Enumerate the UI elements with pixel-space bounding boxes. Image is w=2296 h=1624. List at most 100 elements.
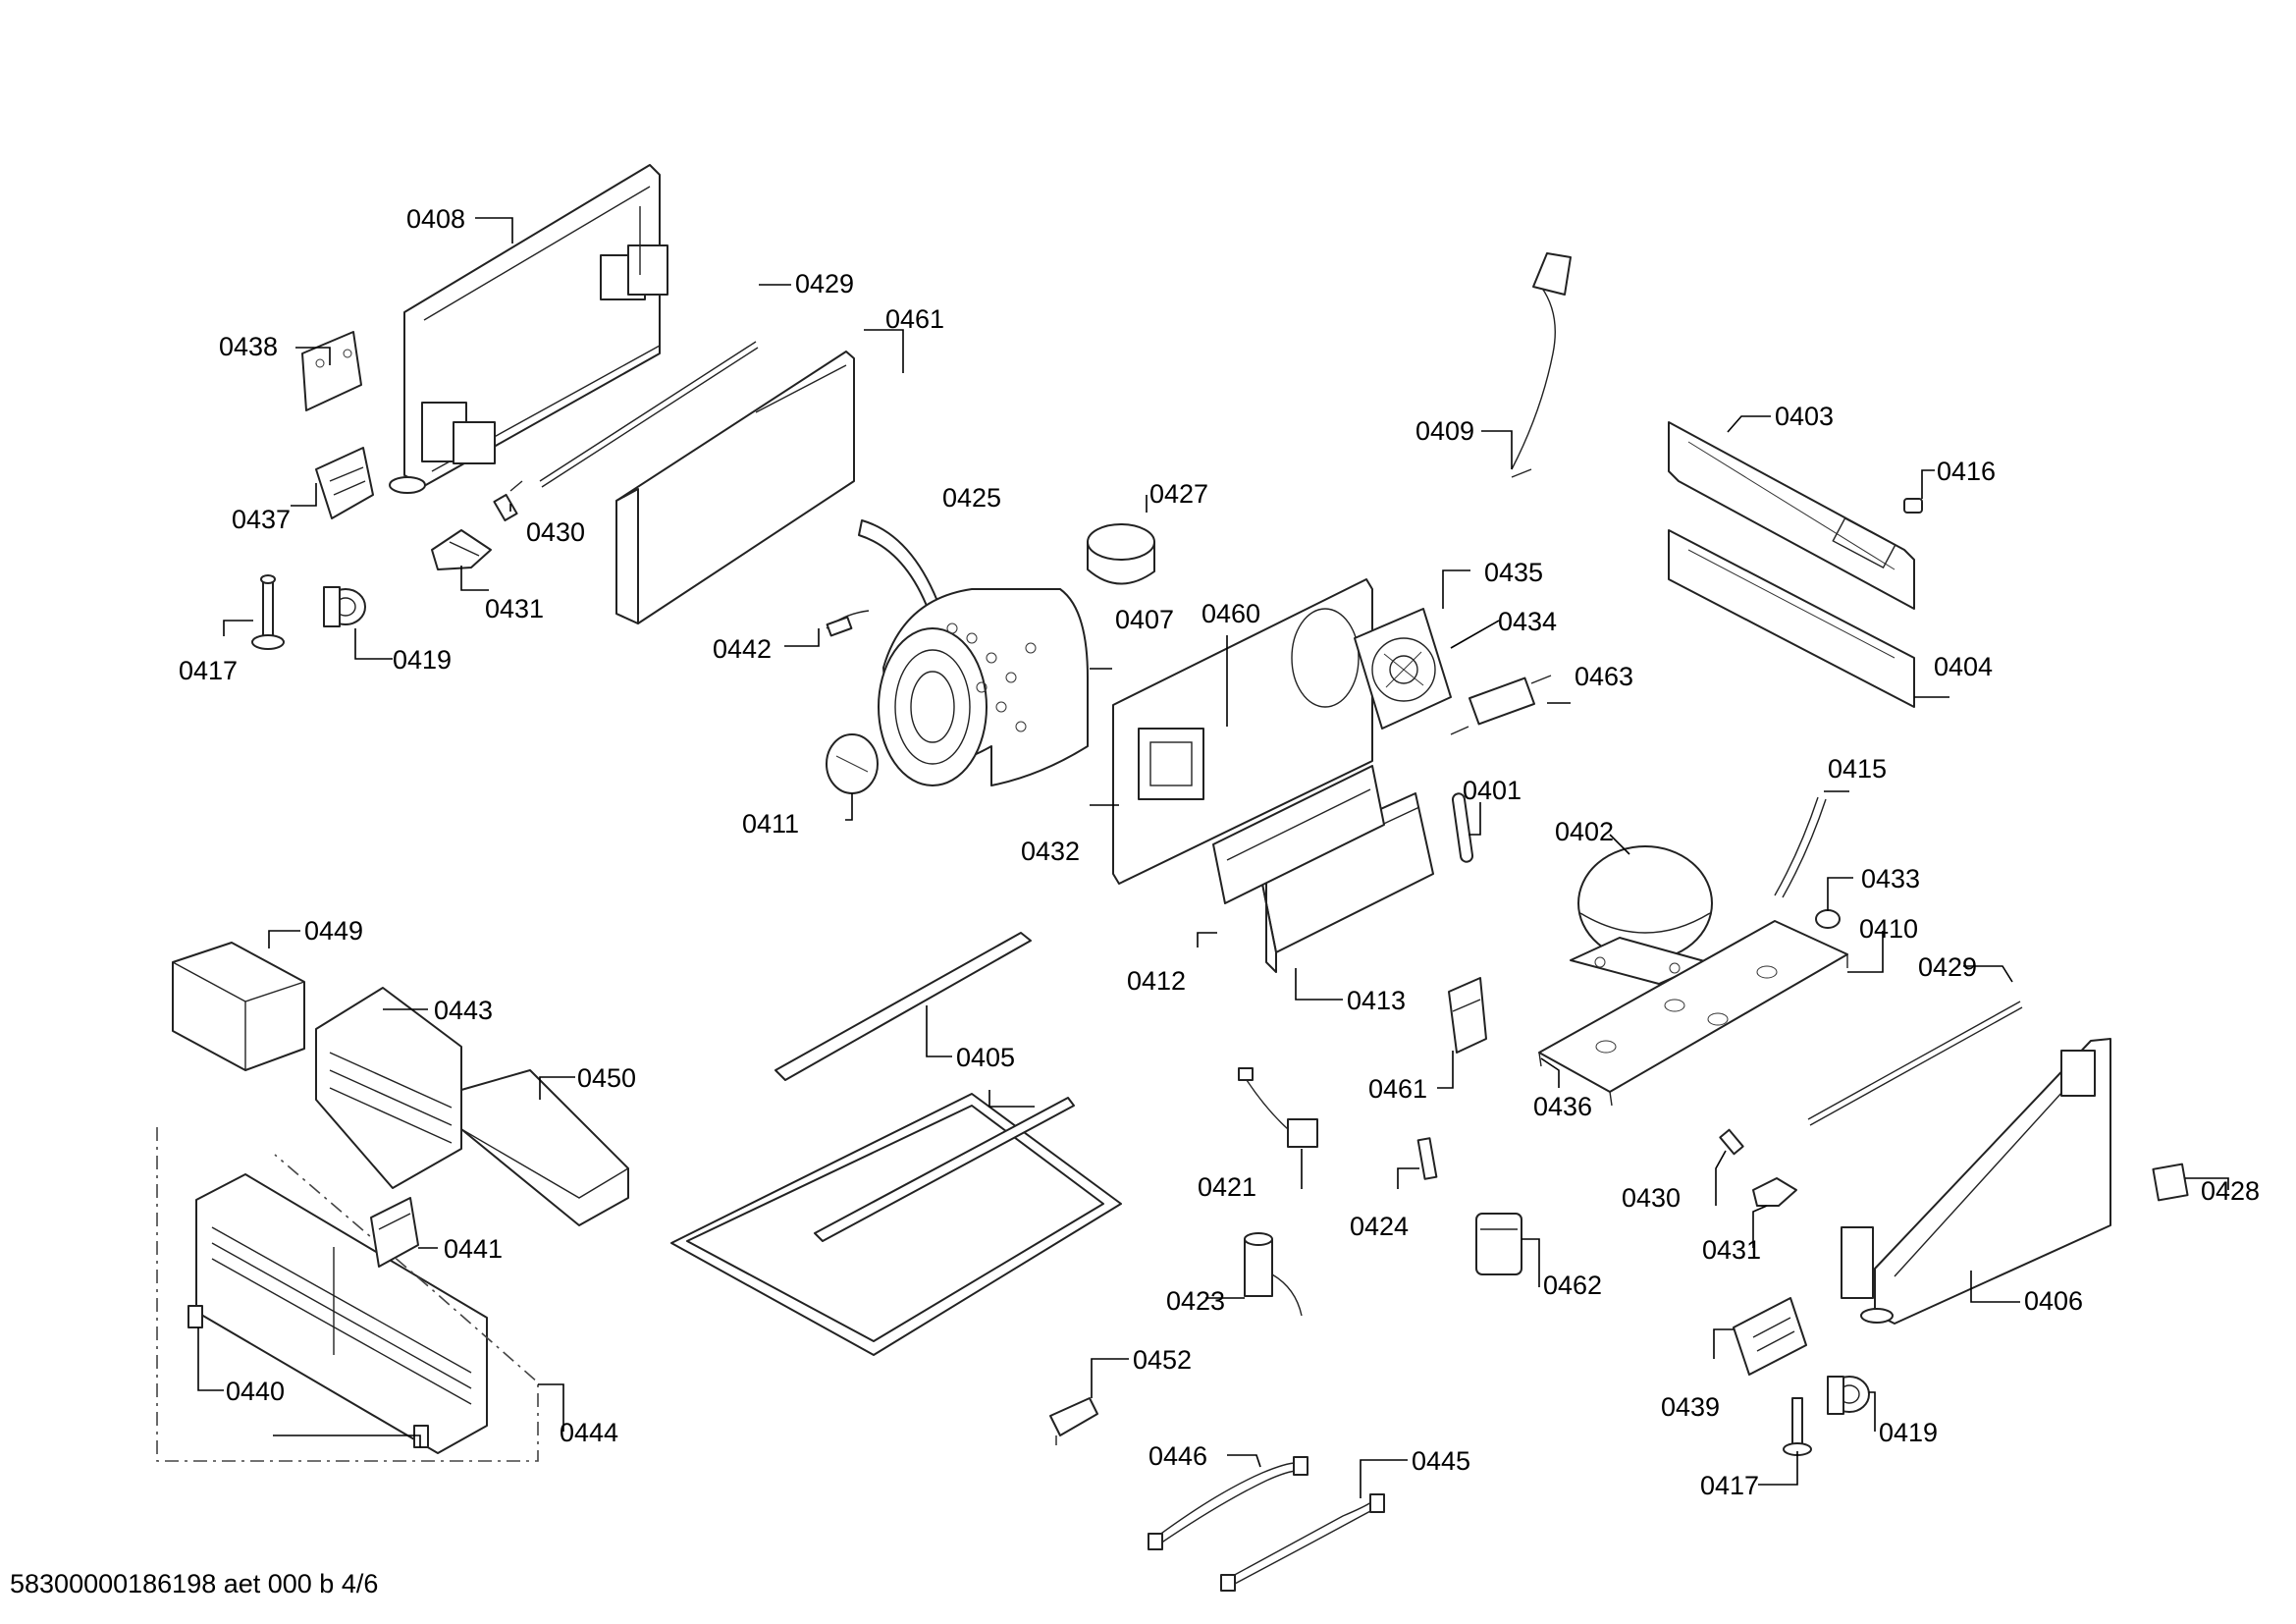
- label-0410: 0410: [1859, 914, 1918, 944]
- part-0445-harness: [1220, 1493, 1385, 1592]
- label-0442: 0442: [713, 634, 772, 664]
- part-0442-sensor: [826, 610, 870, 637]
- part-0411-disc: [826, 733, 879, 794]
- part-0429-rod-top: [539, 341, 759, 488]
- label-0402: 0402: [1555, 817, 1614, 846]
- part-0421-transformer: [1238, 1067, 1318, 1148]
- label-0445: 0445: [1412, 1446, 1470, 1476]
- part-0443-grille: [315, 987, 462, 1189]
- label-0415: 0415: [1828, 754, 1887, 784]
- part-0401-tube: [1451, 792, 1474, 863]
- label-0407: 0407: [1115, 605, 1174, 634]
- label-0437: 0437: [232, 505, 291, 534]
- part-0416-knob: [1903, 498, 1923, 514]
- part-0419-roller-left: [323, 586, 366, 627]
- part-0402-compressor: [1570, 845, 1713, 985]
- part-0437-clip: [315, 447, 374, 519]
- part-0409-power-cord: [1511, 252, 1572, 478]
- label-0406: 0406: [2024, 1286, 2083, 1316]
- label-0417-left: 0417: [179, 656, 238, 685]
- part-0406-side-frame: [1841, 1038, 2111, 1325]
- label-0435: 0435: [1484, 558, 1543, 587]
- label-0429-bottom: 0429: [1918, 952, 1977, 982]
- part-0444-front-panel: [187, 1173, 488, 1454]
- part-0407-fan-housing: [878, 588, 1089, 786]
- part-0425-arc-bracket: [858, 519, 941, 612]
- group-outline-0444: [156, 1127, 539, 1462]
- part-number-labels: 0408 0429 0461 0438 0437 0430 0431 0425 …: [179, 204, 2260, 1500]
- label-0461-top: 0461: [885, 304, 944, 334]
- part-0450-duct: [460, 1069, 629, 1226]
- part-0435-fan: [1354, 608, 1452, 730]
- part-0410-base-tray: [1538, 920, 1848, 1107]
- label-0429-top: 0429: [795, 269, 854, 298]
- label-0408: 0408: [406, 204, 465, 234]
- label-0441: 0441: [444, 1234, 503, 1264]
- label-0424: 0424: [1350, 1212, 1409, 1241]
- part-0431-switch-top: [431, 529, 492, 570]
- part-0404-lower-panel: [1668, 529, 1915, 708]
- label-0428: 0428: [2201, 1176, 2260, 1206]
- label-0419-left: 0419: [393, 645, 452, 675]
- label-0438: 0438: [219, 332, 278, 361]
- label-0436: 0436: [1533, 1092, 1592, 1121]
- label-0446: 0446: [1148, 1441, 1207, 1471]
- label-0430-bottom: 0430: [1622, 1183, 1681, 1213]
- label-0425: 0425: [942, 483, 1001, 513]
- part-0431-switch-bottom: [1752, 1177, 1797, 1207]
- label-0423: 0423: [1166, 1286, 1225, 1316]
- part-0449-trim-box: [172, 942, 305, 1071]
- part-0433-grommet: [1815, 909, 1841, 929]
- part-0403-rear-panel: [1668, 421, 1915, 610]
- label-0461-bottom: 0461: [1368, 1074, 1427, 1104]
- label-0460: 0460: [1201, 599, 1260, 628]
- label-0405: 0405: [956, 1043, 1015, 1072]
- leader-lines: [197, 217, 2229, 1498]
- part-0424-terminal-strip: [1416, 1137, 1438, 1180]
- drawing-id-footer: 58300000186198 aet 000 b 4/6: [10, 1569, 379, 1598]
- label-0449: 0449: [304, 916, 363, 946]
- part-0463-connector: [1450, 675, 1552, 735]
- label-0434: 0434: [1498, 607, 1557, 636]
- label-0416: 0416: [1937, 457, 1996, 486]
- part-0432-base-plate: [1112, 578, 1373, 885]
- part-0417-foot-right: [1783, 1397, 1812, 1456]
- label-0462: 0462: [1543, 1271, 1602, 1300]
- label-0421: 0421: [1198, 1172, 1256, 1202]
- label-0409: 0409: [1415, 416, 1474, 446]
- label-0452: 0452: [1133, 1345, 1192, 1375]
- label-0463: 0463: [1575, 662, 1633, 691]
- part-0461-cover-panel: [615, 351, 855, 624]
- part-0439-cover-bracket: [1733, 1297, 1807, 1376]
- part-0461-relay: [1448, 977, 1487, 1054]
- label-0413: 0413: [1347, 986, 1406, 1015]
- label-0427: 0427: [1149, 479, 1208, 509]
- part-0419-roller-right: [1827, 1376, 1870, 1415]
- part-0430-sensor-bottom: [1719, 1128, 1744, 1156]
- label-0419-right: 0419: [1879, 1418, 1938, 1447]
- label-0417-right: 0417: [1700, 1471, 1759, 1500]
- part-0462-capacitor-box: [1475, 1213, 1522, 1275]
- label-0430-top: 0430: [526, 517, 585, 547]
- part-0427-cylinder: [1087, 523, 1155, 585]
- part-0412-tray: [1212, 765, 1385, 904]
- label-0440: 0440: [226, 1377, 285, 1406]
- label-0404: 0404: [1934, 652, 1993, 681]
- label-0401: 0401: [1463, 776, 1522, 805]
- label-0431-bottom: 0431: [1702, 1235, 1761, 1265]
- part-0429-rod-bottom: [1807, 1001, 2023, 1126]
- label-0433: 0433: [1861, 864, 1920, 893]
- part-0405-frame: [670, 932, 1122, 1356]
- part-0438-bracket: [301, 331, 362, 411]
- label-0450: 0450: [577, 1063, 636, 1093]
- part-0423-capacitor: [1244, 1232, 1303, 1317]
- part-0415-hose: [1774, 796, 1827, 898]
- part-0428-small-box: [2152, 1163, 2189, 1202]
- part-0441-bracket: [370, 1197, 419, 1268]
- label-0403: 0403: [1775, 402, 1834, 431]
- part-0452-bracket: [1049, 1397, 1098, 1445]
- part-0417-foot-left: [251, 574, 285, 650]
- label-0432: 0432: [1021, 837, 1080, 866]
- label-0443: 0443: [434, 996, 493, 1025]
